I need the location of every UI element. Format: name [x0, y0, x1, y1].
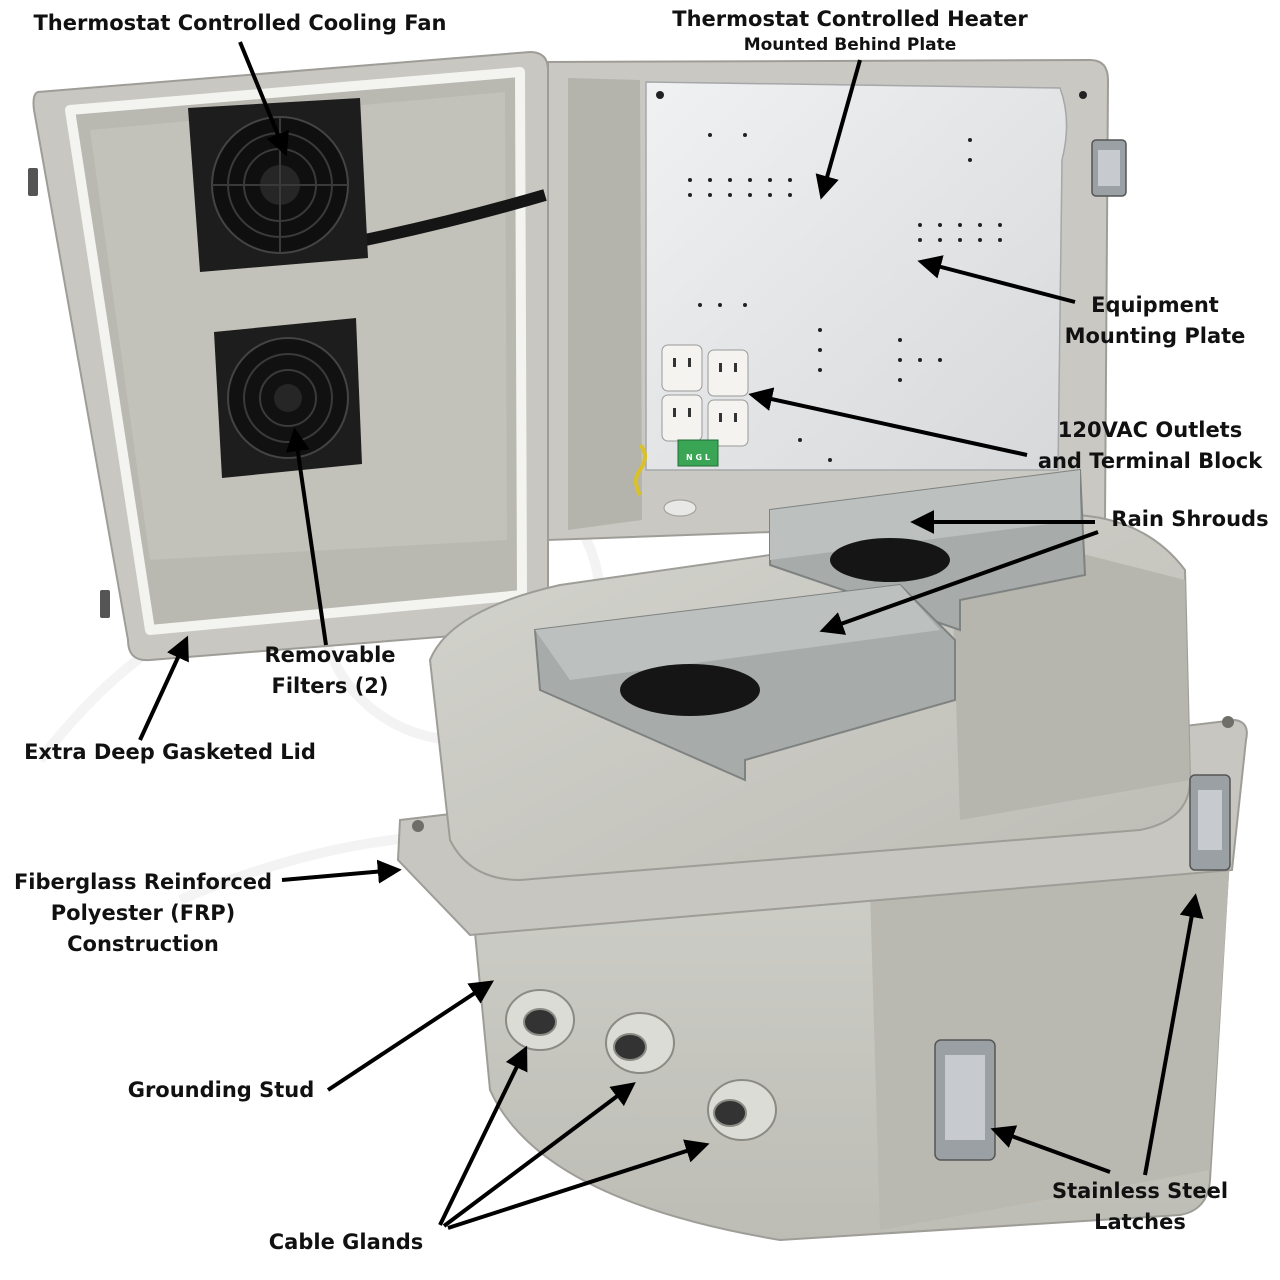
arrow-outlets [748, 387, 1028, 457]
label-grounding-stud: Grounding Stud [127, 1078, 315, 1102]
mounting-plate [645, 81, 1087, 471]
label-stainless-latches: Stainless Steel Latches [1051, 1179, 1229, 1234]
arrow-gasketed-lid [138, 635, 189, 741]
label-outlets: 120VAC Outlets and Terminal Block [1037, 418, 1263, 473]
arrow-cooling-fan [238, 41, 289, 157]
label-removable-filters: Removable Filters (2) [264, 643, 396, 698]
label-frp-construction: Fiberglass Reinforced Polyester (FRP) Co… [13, 870, 273, 956]
cooling-fan [188, 98, 368, 272]
callout-arrows [138, 41, 1204, 1230]
arrow-filters [285, 427, 328, 646]
arrow-cable-gland-3 [447, 1139, 710, 1230]
label-rain-shrouds: Rain Shrouds [1111, 507, 1269, 531]
stainless-latch-lower [934, 1039, 996, 1161]
arrow-cable-gland-2 [442, 1082, 636, 1228]
label-cable-glands: Cable Glands [268, 1230, 424, 1254]
fan-cable [363, 189, 547, 246]
arrow-grounding-stud [326, 980, 495, 1092]
label-cooling-fan: Thermostat Controlled Cooling Fan [33, 11, 447, 35]
label-mounting-plate: Equipment Mounting Plate [1064, 293, 1246, 348]
arrow-cable-gland-1 [438, 1045, 528, 1226]
label-heater: Thermostat Controlled Heater Mounted Beh… [672, 7, 1028, 55]
arrow-frp [281, 859, 402, 884]
arrow-rain-shroud-front [819, 530, 1099, 635]
cable-glands [505, 989, 777, 1141]
label-gasketed-lid: Extra Deep Gasketed Lid [24, 740, 316, 764]
conduit-knockout [663, 499, 697, 517]
latch-top-right [1091, 139, 1127, 197]
removable-filter [214, 318, 362, 478]
stainless-latch-upper [1189, 774, 1231, 871]
power-outlets [661, 344, 749, 447]
arrow-latch-upper [1143, 893, 1204, 1176]
terminal-block-text: N G L [686, 453, 710, 462]
terminal-block: N G L [677, 439, 719, 467]
arrow-heater [815, 59, 862, 200]
ground-wire [634, 443, 647, 496]
arrow-mounting-plate [917, 255, 1076, 304]
rain-shroud-front [533, 583, 956, 782]
arrow-latch-lower [990, 1125, 1111, 1174]
